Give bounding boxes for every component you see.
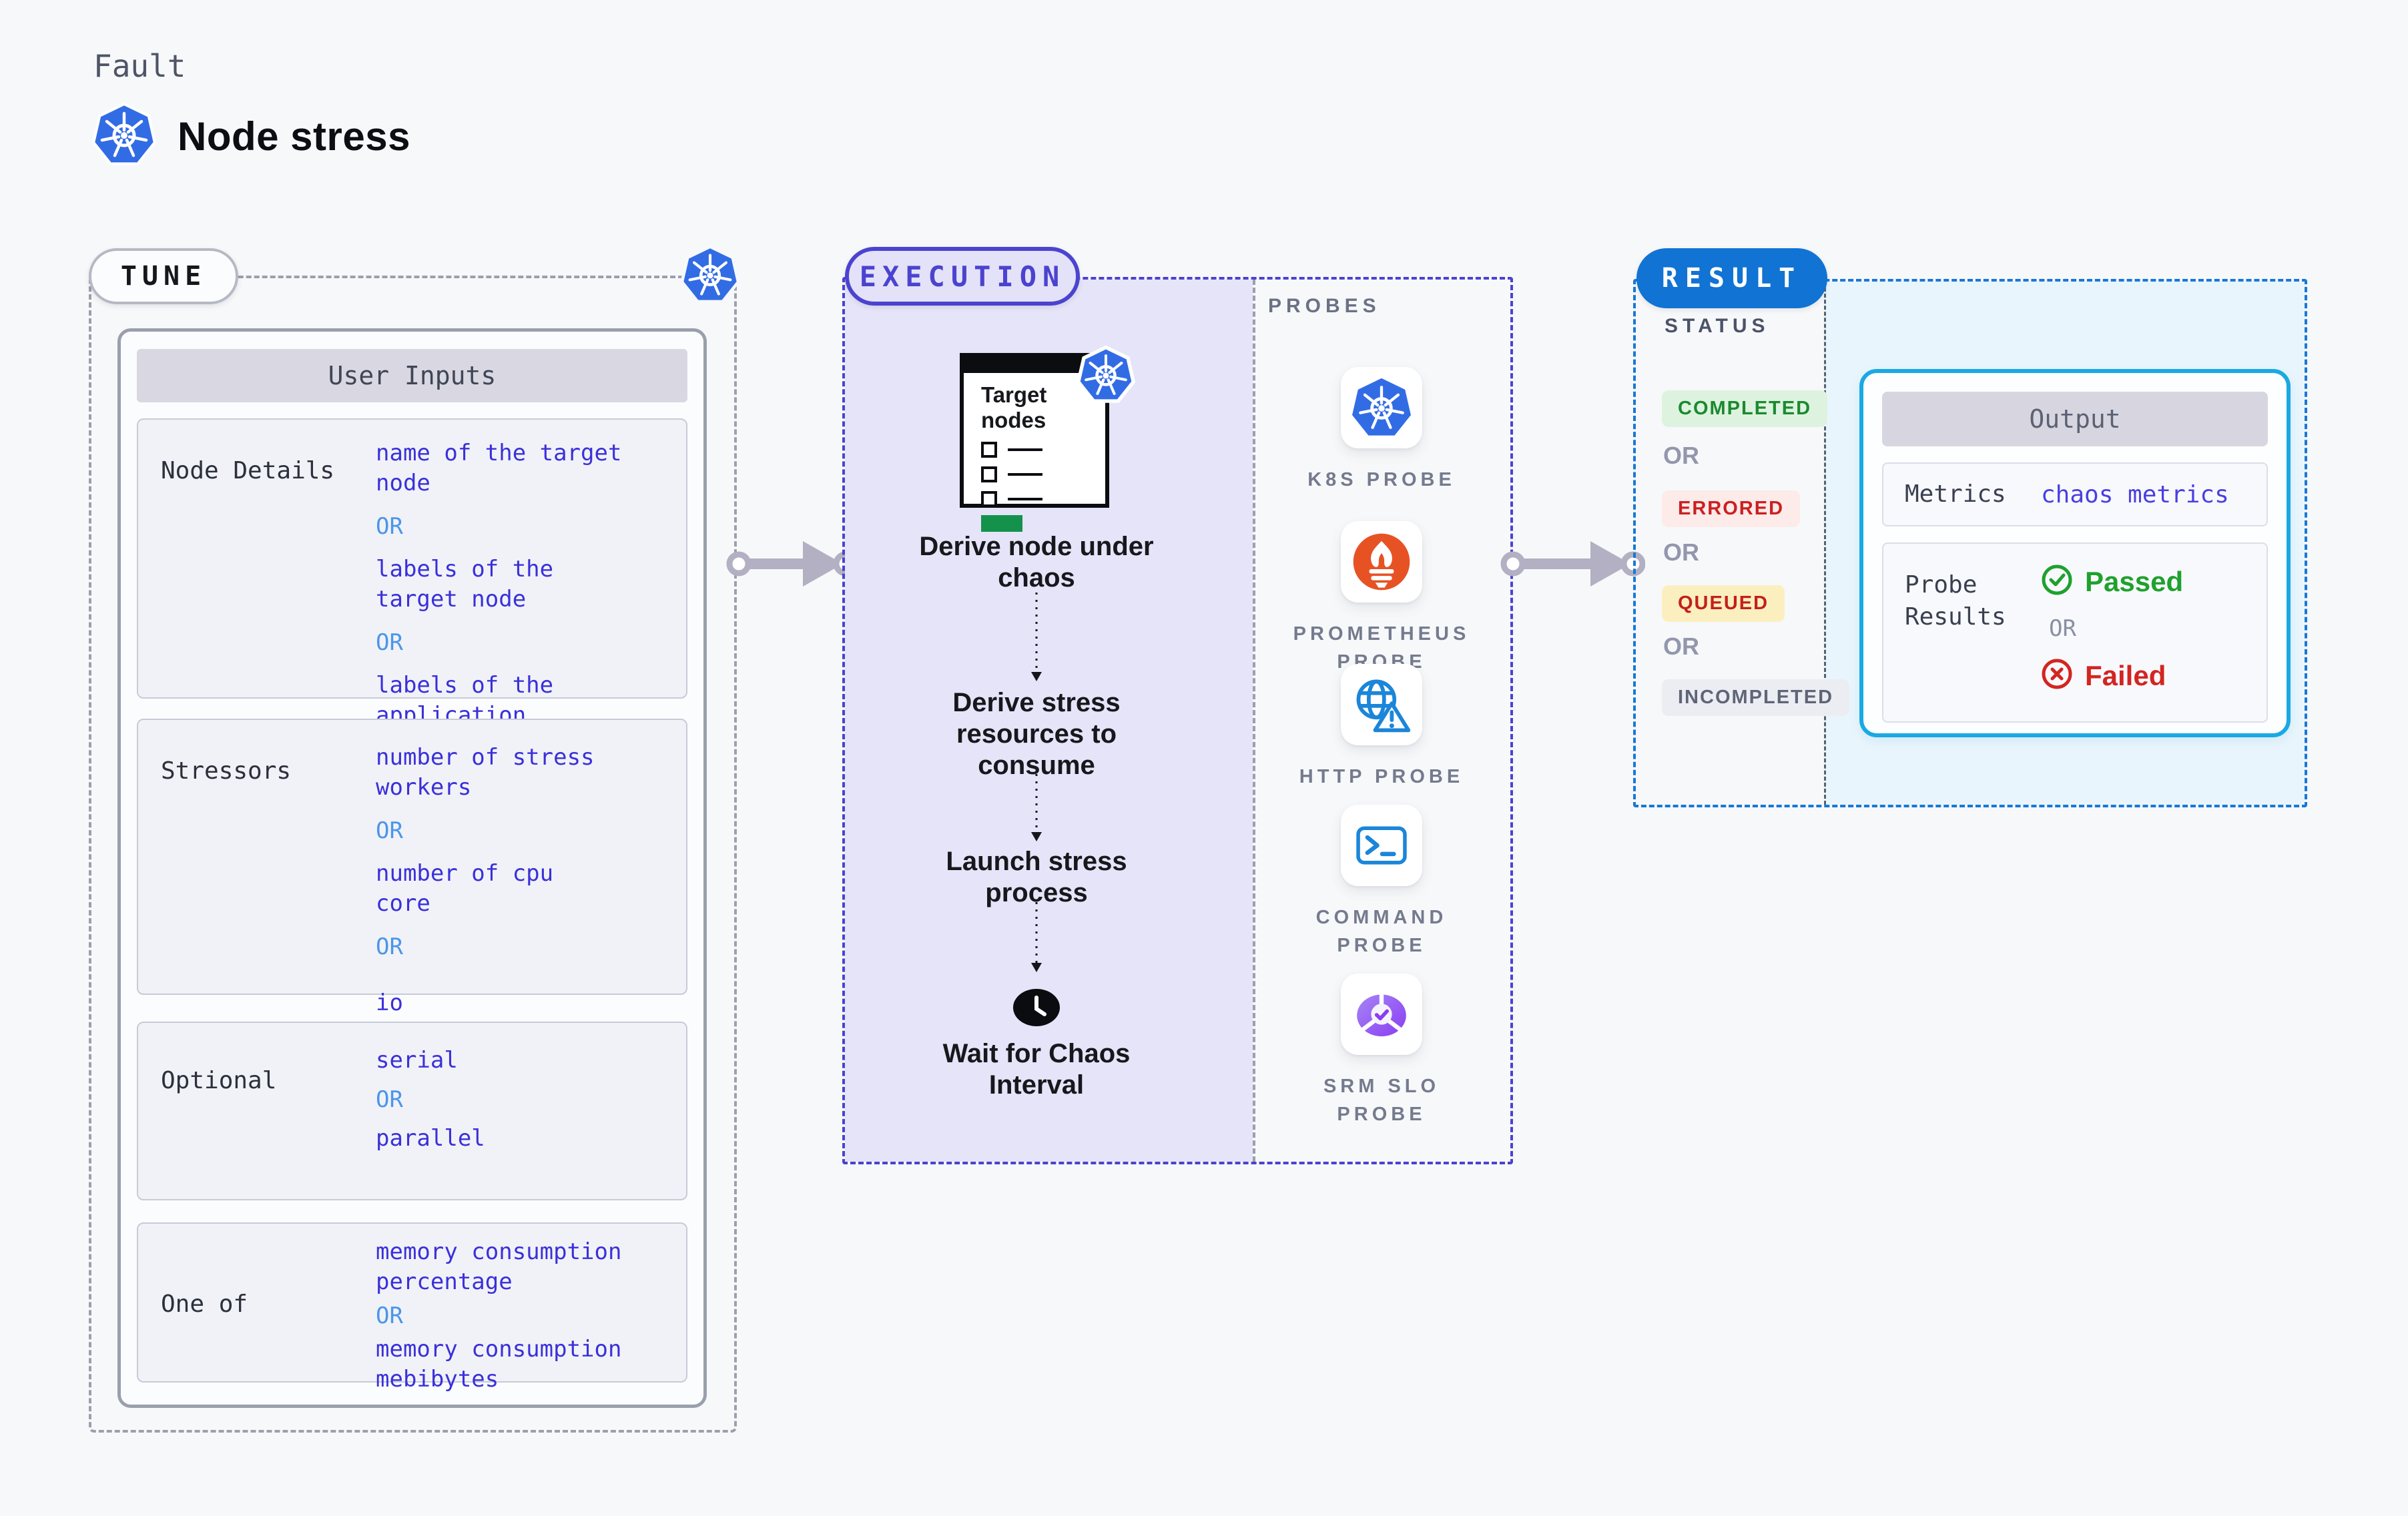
or-separator: OR xyxy=(376,1302,403,1329)
input-row-node-details: Node Details name of the target node OR … xyxy=(137,418,687,789)
input-row-label: Optional xyxy=(161,1067,277,1094)
page-title: Node stress xyxy=(178,114,410,159)
status-badge-completed: COMPLETED xyxy=(1662,390,1828,427)
globe-warning-icon xyxy=(1341,664,1422,745)
probe-results-label: Probe Results xyxy=(1905,571,2006,631)
prometheus-icon xyxy=(1341,521,1422,603)
failed-label: Failed xyxy=(2085,659,2166,691)
output-card: Output Metrics chaos metrics Probe Resul… xyxy=(1859,369,2291,737)
input-row-values: memory consumption percentage OR memory … xyxy=(376,1224,686,1393)
status-output-divider xyxy=(1824,282,1826,805)
output-header: Output xyxy=(1882,392,2268,446)
input-row-one-of: One of memory consumption percentage OR … xyxy=(137,1222,687,1393)
probes-divider xyxy=(1253,280,1255,1162)
metrics-row: Metrics chaos metrics xyxy=(1882,462,2268,526)
or-separator: OR xyxy=(376,817,403,844)
input-value: name of the target node xyxy=(376,440,622,496)
metrics-label: Metrics xyxy=(1905,480,2006,508)
arrow-right-icon xyxy=(1498,530,1646,601)
or-separator: OR xyxy=(376,513,403,540)
input-row-values: name of the target node OR labels of the… xyxy=(376,420,686,789)
arrow-right-icon xyxy=(724,530,858,601)
clock-icon xyxy=(1012,988,1061,1031)
dotted-arrow-down-icon xyxy=(1028,774,1044,845)
kubernetes-icon xyxy=(1076,345,1136,408)
terminal-icon xyxy=(1341,805,1422,886)
input-row-values: number of stress workers OR number of cp… xyxy=(376,720,686,1016)
input-value: serial xyxy=(376,1047,458,1074)
input-value: number of cpu core xyxy=(376,860,554,917)
page-title-row: Node stress xyxy=(91,101,410,171)
passed-line: Passed xyxy=(2041,564,2183,599)
probe-name: K8S PROBE xyxy=(1307,469,1456,490)
input-value: number of stress workers xyxy=(376,744,595,801)
input-value: memory consumption mebibytes xyxy=(376,1336,622,1393)
probe-item-srm-slo: SRM SLO PROBE xyxy=(1275,974,1488,1128)
result-lane-pill: RESULT xyxy=(1636,248,1827,308)
or-separator: OR xyxy=(1663,633,1699,660)
input-row-label: Stressors xyxy=(161,757,292,785)
input-value: io xyxy=(376,990,403,1016)
flow-step-derive-node: Derive node under chaos xyxy=(919,532,1154,593)
probe-item-http: HTTP PROBE xyxy=(1275,664,1488,791)
tune-lane-box xyxy=(89,276,737,1433)
tune-lane-pill: TUNE xyxy=(89,248,238,304)
input-value: parallel xyxy=(376,1125,485,1152)
x-circle-icon xyxy=(2041,658,2073,693)
probe-name: PROMETHEUS PROBE xyxy=(1293,623,1470,673)
checklist-row xyxy=(981,491,1081,507)
dotted-arrow-down-icon xyxy=(1028,593,1044,685)
input-row-values: serial OR parallel xyxy=(376,1023,686,1199)
or-separator: OR xyxy=(2049,615,2076,642)
user-inputs-header: User Inputs xyxy=(137,349,687,402)
input-value: memory consumption percentage xyxy=(376,1238,622,1295)
input-row-stressors: Stressors number of stress workers OR nu… xyxy=(137,719,687,1016)
passed-label: Passed xyxy=(2085,565,2184,597)
kubernetes-icon xyxy=(1341,367,1422,448)
probe-item-prometheus: PROMETHEUS PROBE xyxy=(1275,521,1488,676)
probe-name: SRM SLO PROBE xyxy=(1323,1076,1440,1125)
flow-step-derive-stress: Derive stress resources to consume xyxy=(952,688,1121,780)
status-badge-queued: QUEUED xyxy=(1662,585,1785,622)
or-separator: OR xyxy=(376,1086,403,1113)
checklist-progress-bar xyxy=(981,515,1022,532)
clipboard-body: Target nodes xyxy=(981,382,1081,532)
kubernetes-icon xyxy=(91,101,158,171)
probe-results-values: Passed OR Failed xyxy=(2041,564,2183,693)
probe-item-k8s: K8S PROBE xyxy=(1275,367,1488,494)
check-circle-icon xyxy=(2041,564,2073,599)
input-row-optional: Optional serial OR parallel xyxy=(137,1022,687,1200)
input-row-label: Node Details xyxy=(161,457,335,484)
flow-step-wait-interval: Wait for Chaos Interval xyxy=(942,1039,1131,1100)
or-separator: OR xyxy=(1663,538,1699,566)
user-inputs-panel: User Inputs Node Details name of the tar… xyxy=(117,328,707,1408)
status-badge-errored: ERRORED xyxy=(1662,490,1801,527)
probes-label: PROBES xyxy=(1268,295,1381,317)
slo-pie-icon xyxy=(1341,974,1422,1055)
or-separator: OR xyxy=(1663,442,1699,469)
checklist-row xyxy=(981,466,1081,482)
probe-item-command: COMMAND PROBE xyxy=(1275,805,1488,960)
or-separator: OR xyxy=(376,933,403,960)
execution-lane-pill: EXECUTION xyxy=(845,247,1080,306)
metrics-value: chaos metrics xyxy=(2041,480,2229,508)
input-value: labels of the target node xyxy=(376,556,554,613)
failed-line: Failed xyxy=(2041,658,2183,693)
probe-name: HTTP PROBE xyxy=(1299,766,1464,787)
probe-results-row: Probe Results Passed OR xyxy=(1882,542,2268,723)
checklist-row xyxy=(981,442,1081,458)
status-badge-incompleted: INCOMPLETED xyxy=(1662,679,1850,716)
dotted-arrow-down-icon xyxy=(1028,902,1044,976)
flow-step-launch-stress: Launch stress process xyxy=(946,847,1127,907)
or-separator: OR xyxy=(376,629,403,656)
status-label: STATUS xyxy=(1665,315,1770,337)
probe-name: COMMAND PROBE xyxy=(1315,907,1448,956)
input-row-label: One of xyxy=(161,1290,248,1318)
target-nodes-checklist-icon: Target nodes xyxy=(960,345,1136,532)
fault-eyebrow: Fault xyxy=(93,48,186,84)
kubernetes-icon xyxy=(679,244,741,309)
target-nodes-label: Target nodes xyxy=(981,382,1047,432)
